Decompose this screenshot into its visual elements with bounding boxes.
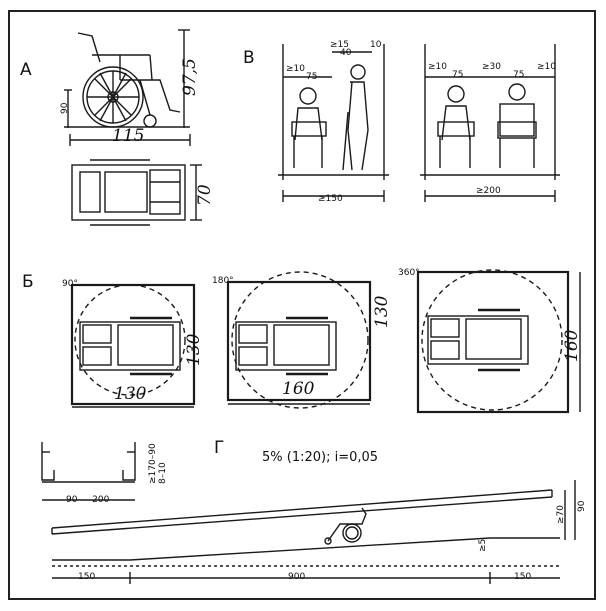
dim-a-total-height: 97,5 [180, 58, 200, 96]
corridor-right-drawing [420, 44, 560, 180]
dim-v-right-d1: ≥10 [428, 62, 447, 72]
dim-a-length: 115 [112, 126, 145, 146]
turn-90-angle: 90° [62, 279, 78, 289]
dim-g-rail-height-2: 90 [577, 500, 587, 512]
dim-v-right-total: ≥200 [476, 186, 501, 196]
ramp-slope-label: 5% (1:20); i=0,05 [262, 450, 379, 465]
wheelchair-side-drawing [77, 32, 181, 128]
turn-360-angle: 360° [398, 268, 420, 278]
dim-g-handrail-heights: ≥170–90 8–10 [148, 443, 168, 484]
dim-v-right-d5: ≥10 [537, 62, 556, 72]
dim-g-curb-height: ≥5 [478, 538, 488, 552]
turn-90-drawing [70, 283, 196, 406]
turn-360-drawing [416, 269, 570, 414]
dim-v-right-d3: ≥30 [482, 62, 501, 72]
turn-180-height: 130 [372, 295, 392, 328]
turn-180-drawing [226, 271, 372, 409]
dim-g-rail-height: ≥70 [556, 505, 566, 524]
ramp-drawing [51, 489, 560, 567]
dim-v-left-d3: ≥10 [286, 64, 305, 74]
turn-90-height: 130 [184, 333, 204, 366]
dim-a-wheel-height: 90 [60, 102, 70, 114]
section-label-g: Г [214, 438, 225, 458]
section-label-a: А [20, 60, 32, 80]
dim-g-len-ramp: 900 [288, 572, 306, 582]
turn-180-angle: 180° [212, 276, 234, 286]
dim-v-left-d4: 75 [306, 72, 318, 82]
dim-v-right-d2: 75 [452, 70, 464, 80]
dim-v-left-d1: ≥15 [330, 40, 349, 50]
dim-v-left-total: ≥150 [318, 194, 343, 204]
dim-v-left-d2: 10 [370, 40, 382, 50]
section-label-v: В [243, 48, 255, 68]
wheelchair-top-drawing [71, 159, 186, 226]
turn-180-width: 160 [282, 379, 315, 399]
diagram-frame [8, 10, 596, 600]
dim-g-len-end: 150 [514, 572, 532, 582]
turn-360-height: 160 [562, 329, 582, 362]
dim-v-left-d5: 40 [340, 48, 352, 58]
dim-g-len-start: 150 [78, 572, 96, 582]
turn-90-width: 130 [114, 384, 147, 404]
handrail-section-drawing [41, 442, 136, 483]
corridor-left-drawing [278, 44, 389, 180]
dim-a-width: 70 [195, 184, 215, 206]
dim-g-handrail-width: 90 — 200 [66, 495, 110, 505]
dim-v-right-d4: 75 [513, 70, 525, 80]
section-label-b: Б [22, 272, 34, 292]
